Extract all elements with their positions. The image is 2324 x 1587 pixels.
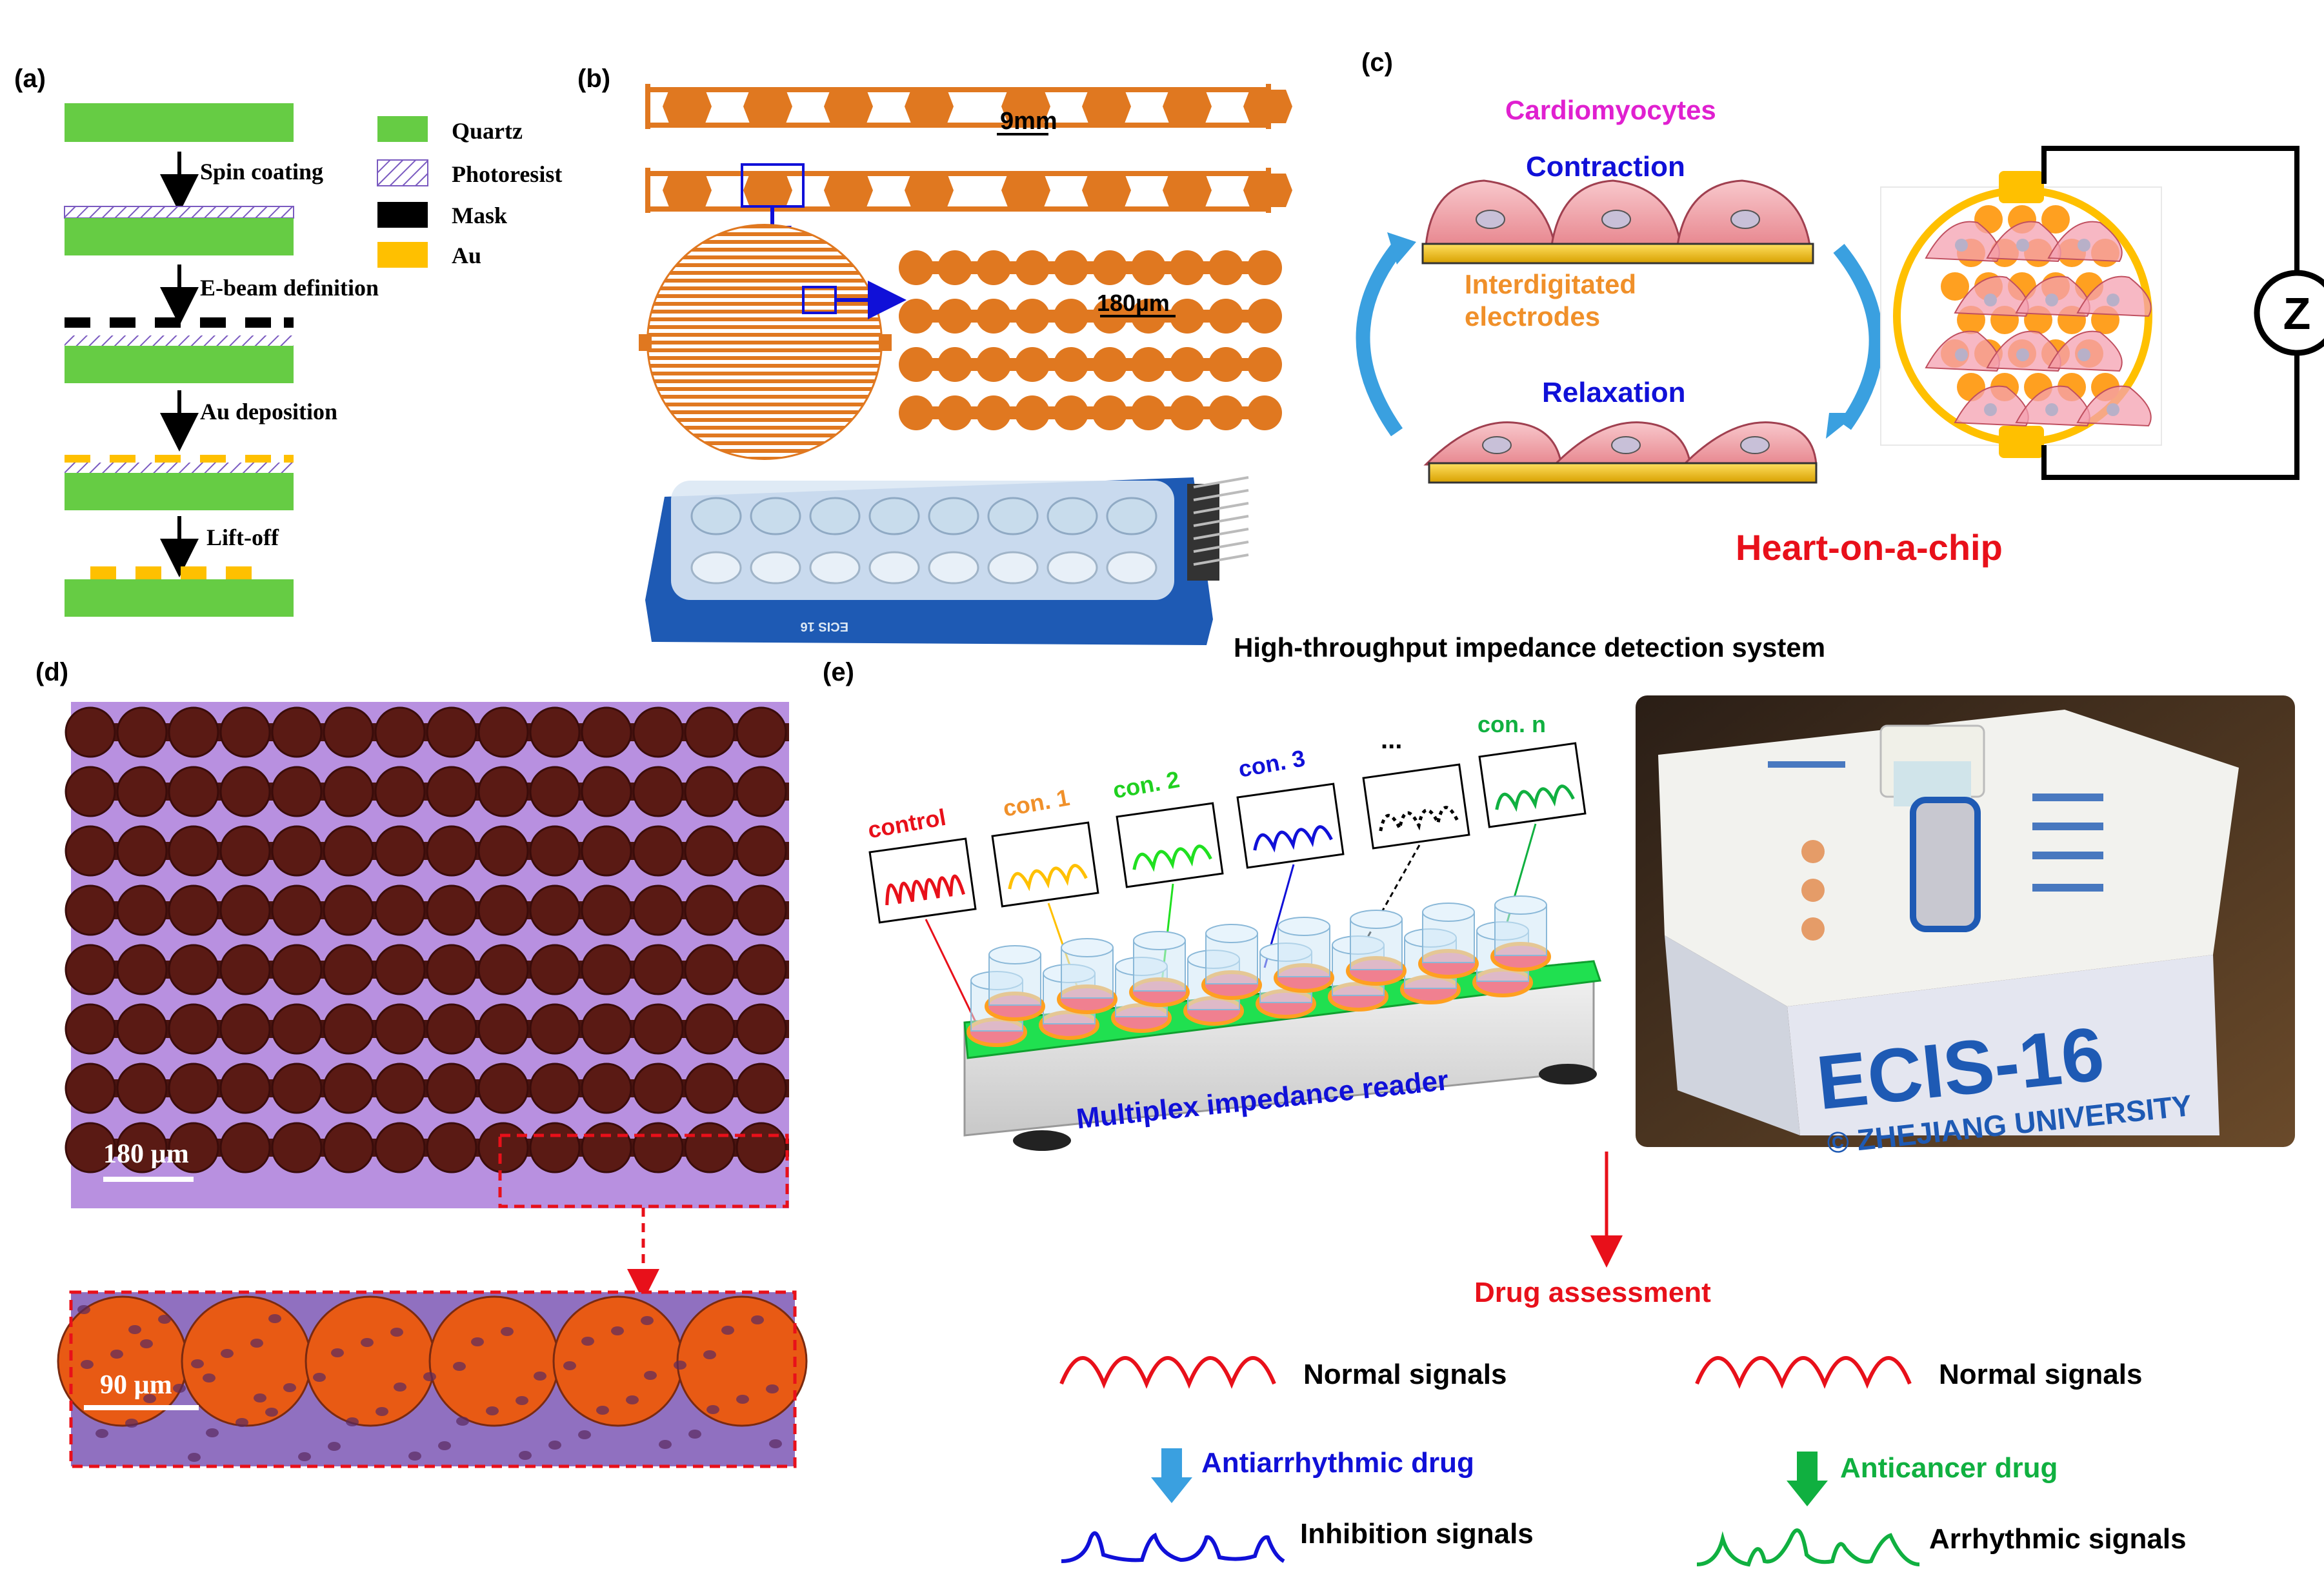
au-on-resist [65,455,294,463]
contraction-label: Contraction [1526,151,1685,183]
antiarrhythmic-arrow [1151,1448,1192,1503]
heart-on-a-chip-title: Heart-on-a-chip [1736,527,2003,568]
panel-c-heart-on-chip: Cardiomyocytes Contraction Interdigitate… [1356,95,2324,568]
scale-label-main: 180 µm [103,1139,189,1169]
contracted-cells [1425,179,1811,246]
step-au-deposition: Au deposition [200,399,337,424]
relaxation-label: Relaxation [1542,377,1686,408]
condition-signal-boxes [868,742,1587,1026]
condition-con3: con. 3 [1236,744,1307,782]
quartz-substrate-3 [65,346,294,383]
drug-assessment-label: Drug assessment [1474,1277,1711,1308]
panel-label-d: (d) [35,658,68,686]
electrodes-label-2: electrodes [1465,301,1600,332]
panel-b-electrode-layout: 9mm 180µm ECIS 16 [639,84,1292,645]
cycle-arrowhead-right [1826,413,1858,439]
cardiomyocytes-label: Cardiomyocytes [1505,95,1716,125]
chip-pad-top [1999,171,2044,203]
board-engraving: ECIS 16 [801,619,848,634]
condition-ellipsis: ... [1381,726,1402,754]
legend-mask: Mask [452,203,507,228]
scale-label-9mm: 9mm [1000,108,1057,135]
condition-control: control [866,804,948,844]
condition-con1: con. 1 [1001,784,1072,821]
panel-label-b: (b) [577,65,610,93]
quartz-substrate-2 [65,218,294,255]
panel-label-e: (e) [823,658,854,686]
micrograph-zoom-box [498,1133,789,1208]
panel-d-micrographs: 180 µm 90 µm [57,702,808,1468]
quartz-substrate-4 [65,473,294,510]
system-title: High-throughput impedance detection syst… [1234,632,1825,663]
impedance-meter [2254,270,2324,356]
micrograph-zoom-border [69,1290,797,1468]
ecis-chip-board: ECIS 16 [645,476,1249,645]
photoresist-layer-2 [65,335,294,346]
gold-electrode-bottom [1428,462,1818,484]
disc-lead-right [879,334,892,351]
inhibition-signal [1061,1531,1285,1563]
legend-swatch-mask [377,202,428,228]
mask-bars [65,317,294,328]
condition-con-n: con. n [1478,711,1546,737]
gold-electrode-top [1421,243,1814,264]
panel-e-system: High-throughput impedance detection syst… [866,632,2295,1567]
step-lift-off: Lift-off [206,524,279,550]
quartz-substrate-5 [65,579,294,617]
scale-label-180um: 180µm [1097,290,1170,316]
inhibition-signals: Inhibition signals [1300,1518,1534,1550]
step-ebeam: E-beam definition [200,275,379,301]
impedance-symbol: Z [2283,288,2311,339]
legend-swatch-au [377,242,428,268]
cycle-arrow-left [1356,244,1403,437]
photoresist-layer-1 [64,206,294,219]
arrhythmic-signals: Arrhythmic signals [1929,1523,2187,1555]
interdigitated-fingers [648,226,881,458]
chip-cells-on-electrode [1925,205,2152,427]
normal-signal-left [1059,1356,1276,1389]
disc-lead-left [639,334,652,351]
relaxed-cells [1423,421,1818,466]
legend-photoresist: Photoresist [452,161,562,187]
legend-au: Au [452,243,481,268]
panel-a-process: Spin coating E-beam definition Au deposi… [64,103,379,617]
normal-signal-right [1695,1356,1912,1389]
electrode-array-rows [645,84,1292,213]
arrhythmic-signal [1696,1528,1920,1567]
cycle-arrowhead-left [1387,232,1416,264]
cycle-arrow-right [1833,244,1883,430]
normal-signals-right: Normal signals [1939,1359,2142,1390]
anticancer-drug: Anticancer drug [1840,1452,2058,1484]
condition-con2: con. 2 [1111,766,1182,803]
normal-signals-left: Normal signals [1303,1359,1507,1390]
chip-pad-bottom [1999,426,2044,458]
legend-swatch-quartz [377,116,428,142]
ecis16-device-photo: ECIS-16 © ZHEJIANG UNIVERSITY [1636,695,2295,1160]
panel-label-a: (a) [14,65,46,93]
scale-label-zoom: 90 µm [100,1370,172,1400]
electrode-finger-detail [899,250,1282,430]
legend-swatch-photoresist [377,159,428,186]
legend-quartz: Quartz [452,118,523,144]
electrodes-label-1: Interdigitated [1465,269,1636,299]
antiarrhythmic-drug: Antiarrhythmic drug [1201,1447,1474,1479]
panel-a-legend: Quartz Photoresist Mask Au [377,116,562,268]
anticancer-arrow [1787,1452,1828,1506]
photoresist-layer-3 [65,463,294,473]
quartz-substrate-1 [65,103,294,142]
panel-label-c: (c) [1361,48,1393,77]
step-spin-coating: Spin coating [200,159,323,185]
au-electrodes-final [90,566,252,579]
